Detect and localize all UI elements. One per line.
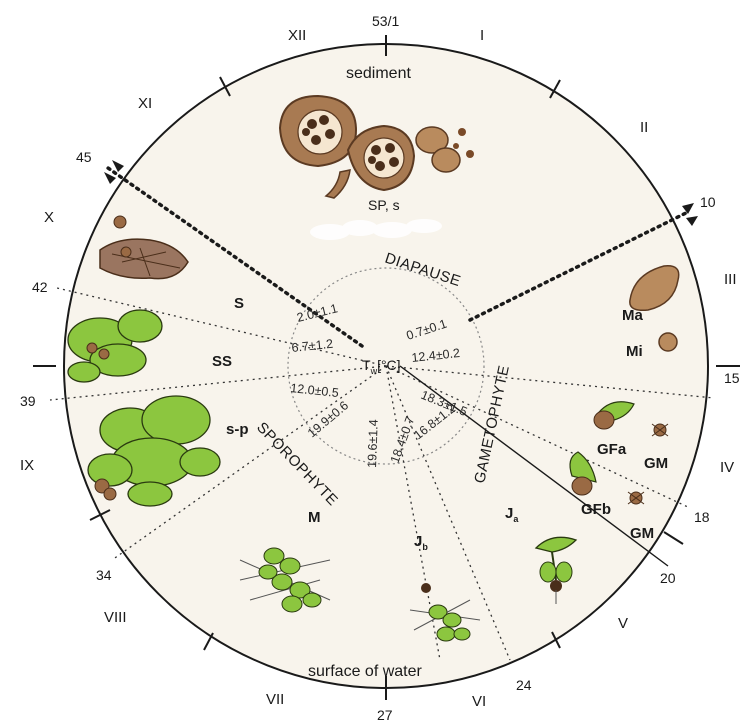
week-24-label: 24 [516,677,532,693]
tick [89,509,111,521]
tick [219,76,231,97]
month-VIII: VIII [104,609,127,626]
week-15-label: 15 [724,370,740,386]
diapause-borders [106,166,690,348]
month-VI: VI [472,693,486,710]
temp-9: 12.4±0.2 [411,346,461,365]
male-gametophyte-1 [651,423,669,437]
stage-Ma: Ma [622,307,643,324]
week-27-label: 27 [377,707,393,722]
mature-plant [239,547,331,613]
month-I: I [480,27,484,44]
stage-Jb: Jb [414,533,428,552]
stage-M: M [308,509,321,526]
temp-2: 6.7±1.2 [291,337,334,355]
senescent-plant [99,215,189,280]
tick [551,631,561,649]
month-XI: XI [138,95,152,112]
stage-GFb: GFb [581,501,611,518]
inner-circle [287,267,485,465]
month-XII: XII [288,27,306,44]
month-IV: IV [720,459,734,476]
sector-dividers [49,287,715,661]
week-45-label: 45 [76,149,92,165]
stage-Ja: Ja [505,505,519,524]
month-IX: IX [20,457,34,474]
juvenile-a-plant [534,536,578,604]
month-V: V [618,615,628,632]
week-53-label: 53/1 [372,13,399,29]
faded-leaves [310,219,442,240]
week-39-label: 39 [20,393,36,409]
month-II: II [640,119,648,136]
tick [663,531,684,545]
stage-GM-2: GM [630,525,654,542]
stage-SS: SS [212,353,232,370]
tick [549,79,561,99]
arrow-10b [686,216,698,226]
week-34-label: 34 [96,567,112,583]
sp-s-label: SP, s [368,197,400,213]
sporophyte-plant [87,395,221,507]
gametophyte-divider [399,365,669,567]
arrow-45 [112,160,124,172]
tick [203,632,214,651]
female-gametophyte-b [569,451,597,496]
month-ticks [33,35,740,700]
temp-3: 12.0±0.5 [290,381,340,400]
week-arrows [104,160,698,226]
microspore-illustration [658,332,678,352]
week-18-label: 18 [694,509,710,525]
week-20-label: 20 [660,570,676,586]
stage-GFa: GFa [597,441,627,458]
stage-s-p: s-p [226,421,249,438]
male-gametophyte-2 [627,491,645,505]
arrow-10 [682,203,694,214]
sediment-label: sediment [346,65,411,82]
arrow-45b [104,172,116,184]
surface-label: surface of water [308,663,423,680]
stage-Mi: Mi [626,343,643,360]
ss-plant [67,309,163,383]
megaspore-illustration [629,265,680,312]
week-10-label: 10 [700,194,716,210]
month-X: X [44,209,54,226]
stage-GM-1: GM [644,455,668,472]
sporocarp-illustration [278,94,474,199]
stage-S: S [234,295,244,312]
center-label: Tw[°C] [362,357,401,376]
month-III: III [724,271,737,288]
female-gametophyte-a [593,401,635,430]
temp-5: 19.6±1.4 [365,419,381,468]
month-VII: VII [266,691,284,708]
juvenile-b-plant [409,583,481,642]
week-42-label: 42 [32,279,48,295]
